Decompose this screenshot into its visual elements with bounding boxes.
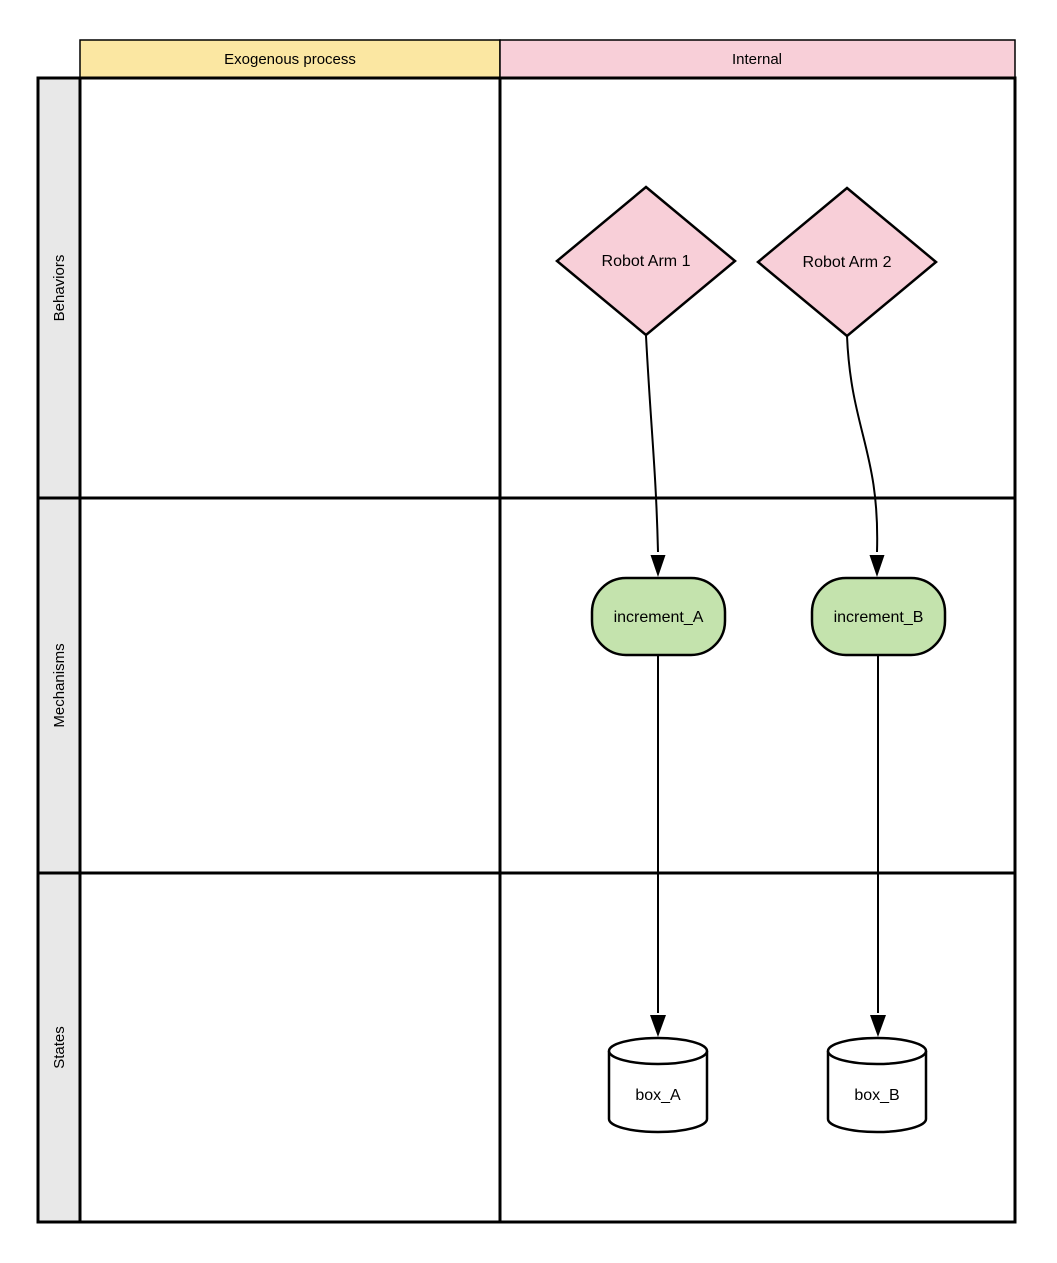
header-internal-label: Internal: [732, 51, 782, 68]
cylinder-body-b: [826, 1051, 928, 1134]
cylinder-top-a: [607, 1036, 709, 1066]
table-frame: [36, 76, 1017, 1224]
arrowhead-increment-a: [650, 555, 666, 577]
node-robot-arm-2[interactable]: [756, 186, 938, 338]
row-label-column: [38, 78, 80, 1222]
header-internal: [499, 39, 1016, 79]
node-increment-a[interactable]: [590, 576, 727, 657]
node-box-a[interactable]: box_A: [607, 1036, 709, 1134]
edge-robot-arm-2-to-increment-b: [846, 335, 879, 553]
node-robot-arm-1[interactable]: [555, 185, 737, 337]
arrowhead-box-a: [650, 1015, 666, 1037]
header-exogenous-process: [79, 39, 501, 79]
node-robot-arm-2-label: Robot Arm 2: [803, 254, 892, 271]
row-label-mechanisms: Mechanisms: [51, 643, 68, 727]
arrowhead-box-b: [870, 1015, 886, 1037]
node-box-b[interactable]: box_B: [826, 1036, 928, 1134]
node-increment-b-label: increment_B: [834, 609, 924, 626]
row-label-states: States: [51, 1026, 68, 1069]
node-box-b-label: box_B: [854, 1087, 899, 1104]
header-exogenous-process-label: Exogenous process: [224, 51, 356, 68]
cylinder-top-b: [826, 1036, 928, 1066]
edge-robot-arm-1-to-increment-a: [645, 335, 659, 553]
cylinder-body-a: [607, 1051, 709, 1134]
arrowhead-increment-b: [869, 555, 885, 577]
row-label-behaviors: Behaviors: [51, 255, 68, 322]
node-robot-arm-1-label: Robot Arm 1: [602, 253, 691, 270]
node-increment-a-label: increment_A: [614, 609, 704, 626]
node-box-a-label: box_A: [635, 1087, 681, 1104]
node-increment-b[interactable]: [810, 576, 947, 657]
